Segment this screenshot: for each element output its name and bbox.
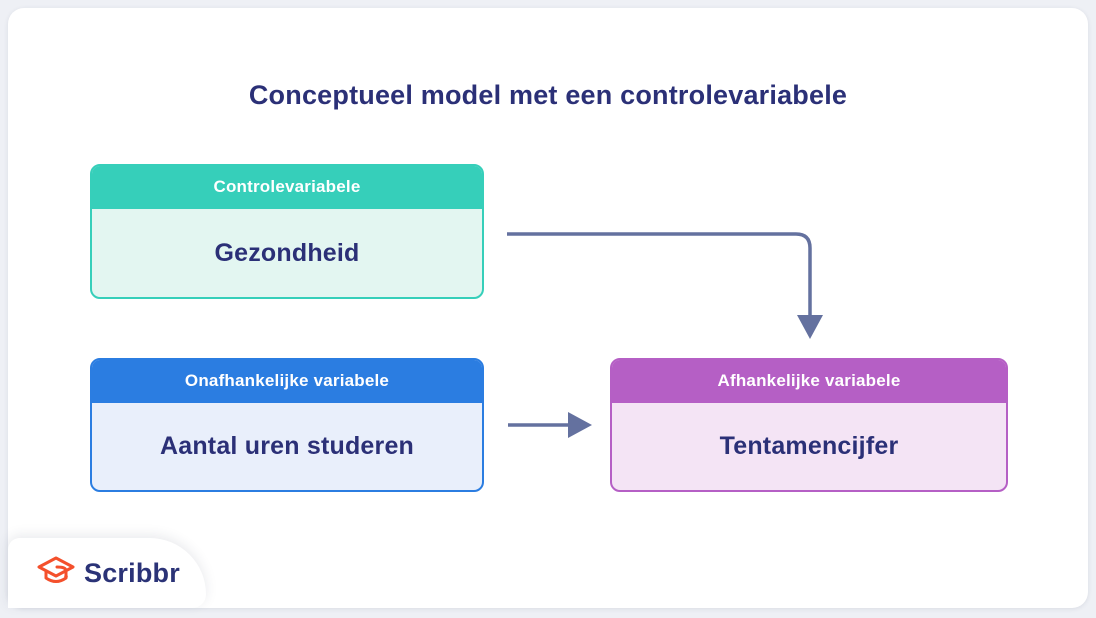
box-header-controlevariabele: Controlevariabele xyxy=(92,166,482,209)
logo-plate: Scribbr xyxy=(8,538,206,608)
box-header-afhankelijke-variabele: Afhankelijke variabele xyxy=(612,360,1006,403)
diagram-card: Conceptueel model met een controlevariab… xyxy=(8,8,1088,608)
box-body-aantal-uren-studeren: Aantal uren studeren xyxy=(159,432,415,460)
graduation-cap-icon xyxy=(37,556,75,583)
box-afhankelijke-variabele: Afhankelijke variabele Tentamencijfer xyxy=(610,358,1008,492)
box-body-gezondheid: Gezondheid xyxy=(214,238,360,267)
box-controlevariabele: Controlevariabele Gezondheid xyxy=(90,164,484,299)
box-onafhankelijke-variabele: Onafhankelijke variabele Aantal uren stu… xyxy=(90,358,484,492)
box-header-onafhankelijke-variabele: Onafhankelijke variabele xyxy=(92,360,482,403)
diagram-title: Conceptueel model met een controlevariab… xyxy=(248,80,848,110)
logo-text: Scribbr xyxy=(84,557,180,588)
box-body-tentamencijfer: Tentamencijfer xyxy=(719,432,899,460)
